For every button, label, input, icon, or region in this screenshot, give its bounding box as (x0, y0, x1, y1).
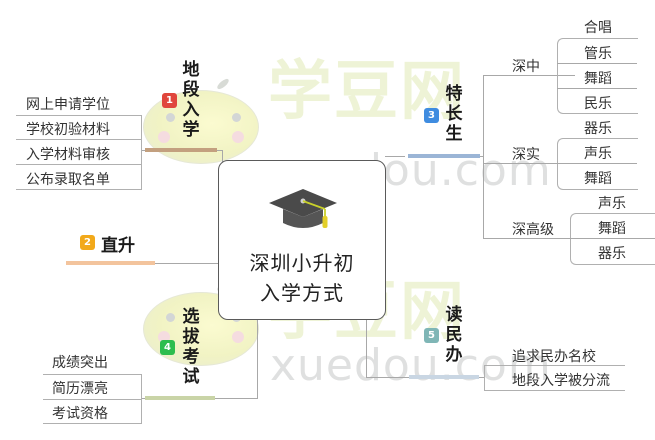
list-item[interactable]: 民乐 (584, 96, 612, 112)
central-title-line1: 深圳小升初 (249, 251, 355, 275)
list-item[interactable]: 舞蹈 (598, 221, 626, 237)
connector (215, 150, 223, 151)
branch-4-underline (145, 396, 215, 400)
list-item[interactable]: 成绩突出 (52, 355, 108, 371)
badge-3: 3 (424, 108, 439, 123)
branch-1-title: 地段 入学 (182, 60, 200, 140)
connector (155, 263, 219, 264)
mascot-blob-top (143, 77, 259, 164)
leaf-icon (215, 77, 231, 91)
connector (257, 315, 258, 399)
graduation-cap-icon (269, 189, 337, 228)
badge-5: 5 (424, 328, 439, 343)
list-item[interactable]: 公布录取名单 (26, 172, 110, 188)
list-item[interactable]: 管乐 (584, 46, 612, 62)
connector (215, 398, 258, 399)
list-item[interactable]: 声乐 (584, 146, 612, 162)
badge-4: 4 (160, 340, 175, 355)
branch-1-underline (145, 148, 217, 152)
branch-3-underline (408, 154, 480, 158)
connector (366, 318, 367, 378)
branch-2-underline (66, 261, 155, 265)
school-shenshi[interactable]: 深实 (512, 147, 540, 163)
list-item[interactable]: 学校初验材料 (26, 122, 110, 138)
list-item[interactable]: 器乐 (598, 246, 626, 262)
central-topic[interactable]: 深圳小升初 入学方式 (218, 160, 386, 320)
branch-3-title: 特长生 (445, 84, 463, 144)
connector (222, 150, 223, 162)
list-item[interactable]: 网上申请学位 (26, 97, 110, 113)
list-item[interactable]: 追求民办名校 (512, 349, 596, 365)
list-item[interactable]: 简历漂亮 (52, 381, 108, 397)
branch-5-underline (409, 375, 479, 379)
list-item[interactable]: 声乐 (598, 196, 626, 212)
connector (385, 156, 405, 157)
list-item[interactable]: 考试资格 (52, 406, 108, 422)
badge-2: 2 (80, 235, 95, 250)
connector (366, 377, 410, 378)
badge-1: 1 (162, 93, 177, 108)
list-item[interactable]: 舞蹈 (584, 71, 612, 87)
list-item[interactable]: 舞蹈 (584, 171, 612, 187)
list-item[interactable]: 入学材料审核 (26, 147, 110, 163)
list-item[interactable]: 地段入学被分流 (512, 373, 610, 389)
branch-4-title: 选拔 考试 (182, 307, 200, 387)
school-shenzhong[interactable]: 深中 (512, 59, 540, 75)
branch-5-title: 读民办 (445, 305, 463, 365)
list-item[interactable]: 合唱 (584, 20, 612, 36)
list-item[interactable]: 器乐 (584, 121, 612, 137)
branch-2-title: 直升 (101, 236, 135, 256)
school-shengaoji[interactable]: 深高级 (512, 222, 554, 238)
central-title-line2: 入学方式 (260, 281, 344, 305)
